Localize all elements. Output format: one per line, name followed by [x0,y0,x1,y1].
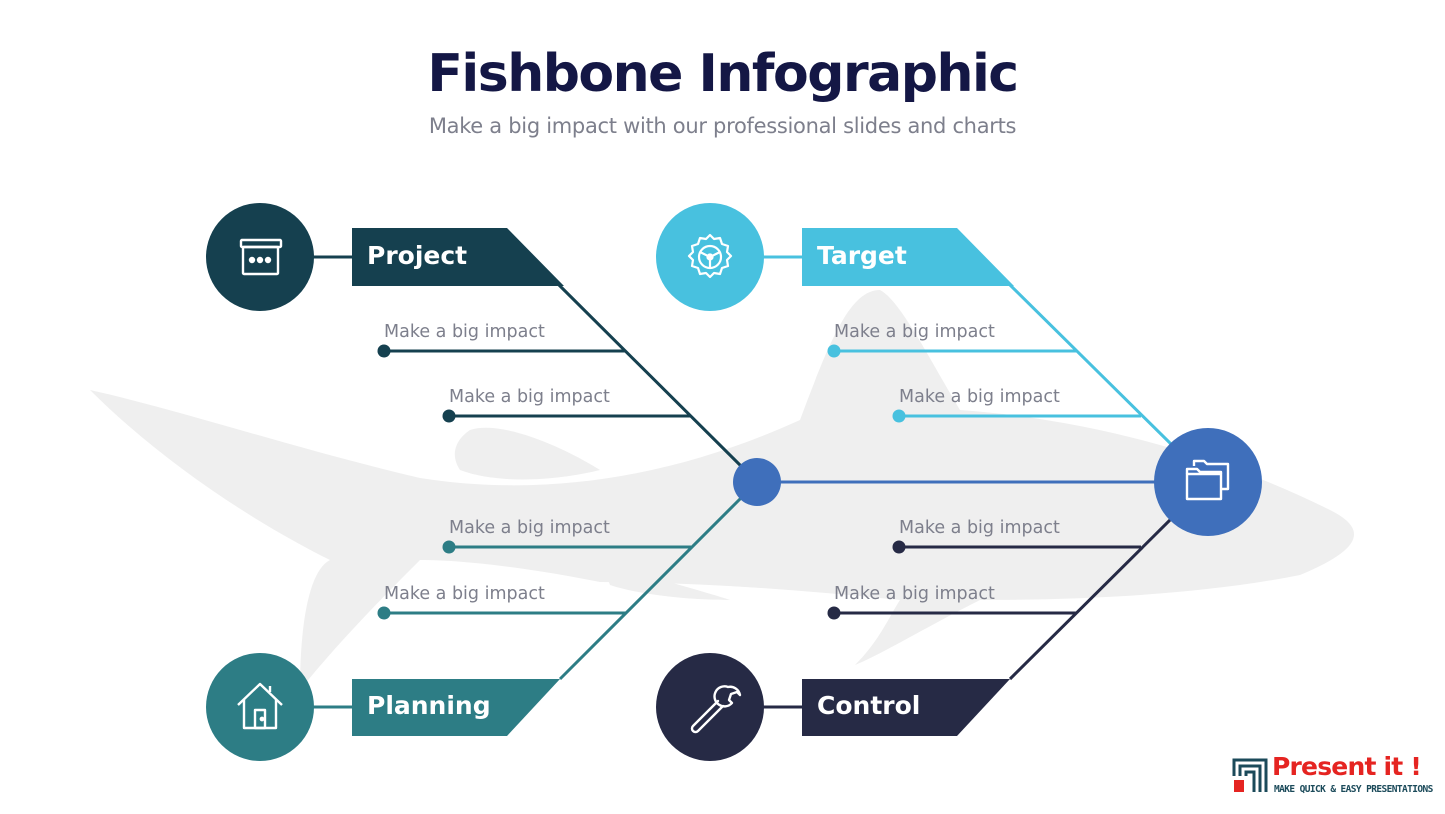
brand-name: Present it ! [1272,752,1422,781]
brand-tagline: MAKE QUICK & EASY PRESENTATIONS [1274,784,1433,795]
category-tab-control: Control [802,679,1010,736]
sub-bone-dot [442,540,456,554]
category-tab-project: Project [352,228,564,286]
project-badge [206,203,314,311]
tab-title: Target [817,241,907,270]
cause-label: Make a big impact [384,322,545,342]
wrench-icon [690,685,742,734]
target-badge [656,203,764,311]
shark-pectoral-fin [454,427,600,480]
cause-label: Make a big impact [834,322,995,342]
sub-bone-dot [892,409,906,423]
tab-shape [352,679,560,736]
cause-label: Make a big impact [834,584,995,604]
sub-bone-dot [827,344,841,358]
cause-label: Make a big impact [899,518,1060,538]
tab-title: Project [367,241,467,270]
sub-bone-dot [377,606,391,620]
planning-badge [206,653,314,761]
sub-bone-dot [442,409,456,423]
category-tab-planning: Planning [352,679,560,736]
badge-circle [206,653,314,761]
shark-silhouette [90,290,1354,690]
shark-lower-fin [600,560,730,600]
brand-logo: Present it ! MAKE QUICK & EASY PRESENTAT… [1232,752,1433,802]
badge-circle [656,653,764,761]
page-title: Fishbone Infographic [427,44,1019,104]
steering-gear-icon [687,233,733,279]
badge-circle [1154,428,1262,536]
house-icon [237,682,283,730]
bone-control [1008,516,1174,681]
sub-bones [377,344,1141,620]
sub-bone-labels: Make a big impact Make a big impact Make… [384,322,1060,604]
sub-bone-dot [377,344,391,358]
tab-shape [352,228,564,286]
cause-label: Make a big impact [449,387,610,407]
spine-node [733,458,781,506]
calendar-board-icon [239,238,283,276]
brand-logo-mark [1232,758,1268,792]
shark-body [90,290,1354,690]
tab-shape [802,679,1010,736]
head-badge [1154,428,1262,536]
page-subtitle: Make a big impact with our professional … [428,114,1017,138]
sub-bone-dot [892,540,906,554]
tab-shape [802,228,1014,286]
cause-label: Make a big impact [899,387,1060,407]
folders-icon [1185,459,1230,501]
cause-label: Make a big impact [384,584,545,604]
sub-bone-dot [827,606,841,620]
tab-title: Control [817,691,920,720]
tab-title: Planning [367,691,491,720]
control-badge [656,653,764,761]
category-tab-target: Target [802,228,1014,286]
cause-label: Make a big impact [449,518,610,538]
bone-planning [558,492,747,681]
bone-project [555,281,747,472]
bone-target [1006,281,1174,447]
